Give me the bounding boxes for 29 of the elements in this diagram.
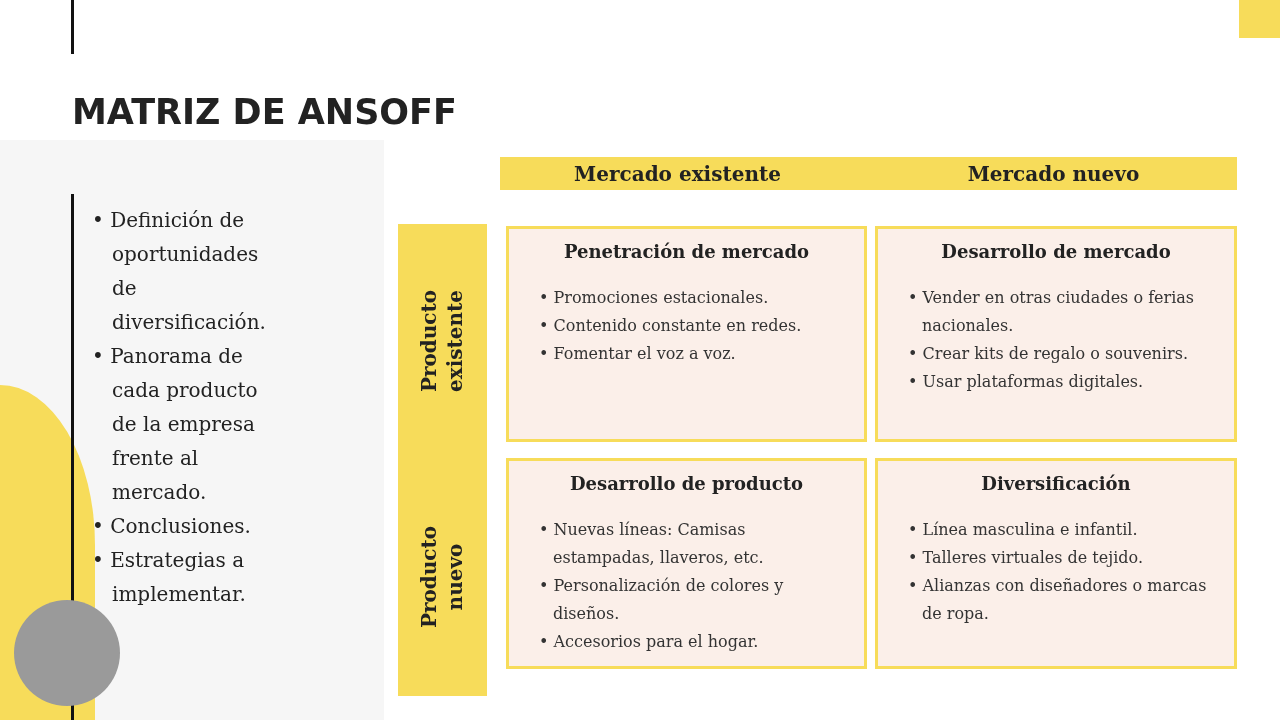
bullet-item: • Contenido constante en redes. [539, 315, 803, 337]
bullet-item: • Personalización de colores y diseños. [539, 575, 785, 625]
quadrant-card [875, 458, 1237, 669]
bullet-item: • Fomentar el voz a voz. [539, 343, 737, 365]
bullet-item: • Definición de oportunidades de diversificación. [92, 207, 267, 336]
bullet-item: • Promociones estacionales. [539, 287, 770, 309]
bullet-item: • Nuevas líneas: Camisas estampadas, llaveros, etc. [539, 519, 765, 569]
bullet-item: • Accesorios para el hogar. [539, 631, 760, 653]
bullet-item: • Panorama de cada producto de la empresa frente al mercado. [92, 343, 259, 506]
row-header: Producto existente [416, 289, 469, 393]
quadrant-heading: Desarrollo de mercado [940, 241, 1172, 262]
bullet-item: • Alianzas con diseñadores o marcas de ropa. [908, 575, 1208, 625]
column-header: Mercado nuevo [870, 157, 1237, 190]
quadrant-heading: Desarrollo de producto [568, 473, 805, 494]
bullet-item: • Talleres virtuales de tejido. [908, 547, 1145, 569]
row-header: Producto nuevo [416, 525, 469, 629]
column-header: Mercado existente [500, 157, 855, 190]
quadrant-card [506, 458, 867, 669]
title: MATRIZ DE ANSOFF [72, 92, 457, 132]
bullet-item: • Estrategias a implementar. [92, 547, 247, 608]
quadrant-card [875, 226, 1237, 442]
bullet-item: • Línea masculina e infantil. [908, 519, 1139, 541]
bullet-item: • Usar plataformas digitales. [908, 371, 1145, 393]
quadrant-card [506, 226, 867, 442]
bullet-item: • Conclusiones. [92, 513, 252, 540]
quadrant-heading: Diversificación [980, 473, 1132, 494]
bullet-item: • Vender en otras ciudades o ferias nacionales. [908, 287, 1196, 337]
bullet-item: • Crear kits de regalo o souvenirs. [908, 343, 1189, 365]
quadrant-heading: Penetración de mercado [562, 241, 811, 262]
